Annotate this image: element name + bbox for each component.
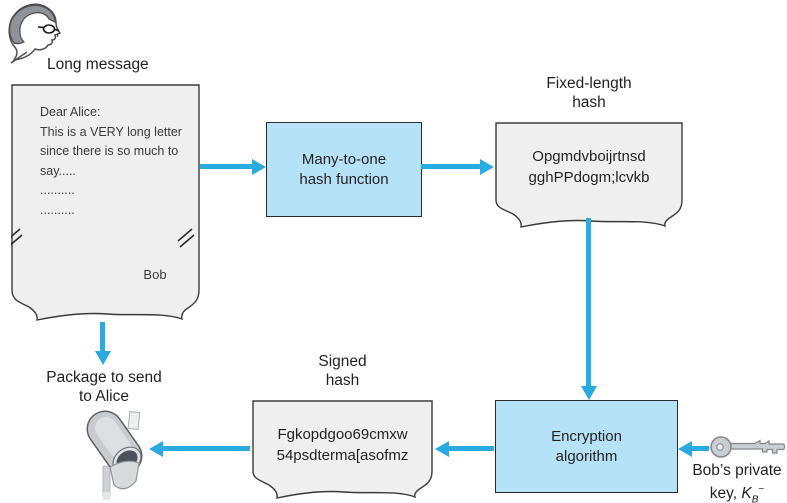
fixed-length-hash-value: Opgmdvboijrtnsd gghPPdogm;lcvkb [528, 148, 650, 186]
encryption-box-label: Encryption algorithm [551, 427, 622, 465]
signed-hash-paper [252, 400, 433, 499]
letter-body: Dear Alice: This is a VERY long letter s… [40, 103, 200, 220]
hash-function-box: Many-to-one hash function [266, 122, 422, 217]
arrow-encryption-to-signed-hash [449, 446, 494, 451]
arrow-hash-function-to-hash [421, 164, 480, 169]
break-mark-right [177, 228, 195, 248]
letter-signature: Bob [143, 267, 167, 282]
letter-line: This is a VERY long letter [40, 124, 182, 139]
letter-line: say..... [40, 163, 76, 178]
arrow-signed-hash-to-package [163, 446, 250, 451]
private-key-label: Bob’s private key, KB− [687, 461, 787, 503]
private-key-symbol: key, KB− [709, 484, 765, 503]
signed-hash-value: Fgkopdgoo69cmxw 54psdterma[asofmz [276, 426, 409, 464]
long-message-paper [11, 84, 200, 321]
letter-line: since there is so much to [40, 144, 179, 158]
letter-line: .......... [40, 183, 75, 197]
package-label: Package to send to Alice [46, 369, 162, 405]
long-message-label: Long message [47, 56, 149, 73]
fixed-length-hash-label: Fixed-length hash [546, 75, 632, 111]
hash-function-box-label: Many-to-one hash function [299, 150, 389, 188]
signed-hash-label: Signed hash [318, 353, 367, 389]
letter-line: .......... [40, 202, 75, 217]
arrow-hash-to-encryption [586, 218, 591, 386]
encryption-box: Encryption algorithm [495, 400, 678, 493]
fixed-length-hash-paper [495, 122, 683, 228]
break-mark-left [11, 228, 23, 246]
person-icon [8, 3, 62, 64]
mailbox-icon [86, 410, 143, 500]
arrow-key-to-encryption [692, 446, 709, 451]
key-icon [710, 436, 786, 458]
arrow-letter-to-package [100, 322, 105, 351]
arrow-letter-to-hash-function [200, 164, 252, 169]
letter-line: Dear Alice: [40, 105, 101, 119]
